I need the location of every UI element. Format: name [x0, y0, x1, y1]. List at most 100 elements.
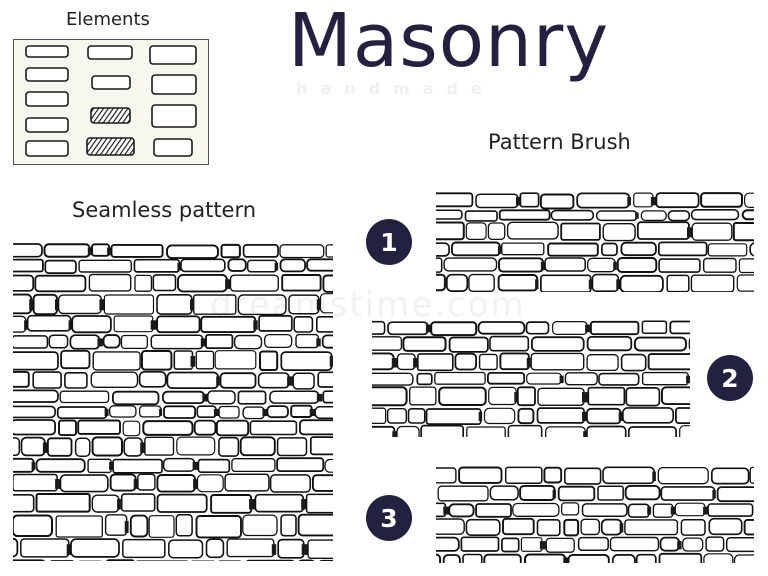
stone — [316, 316, 333, 333]
stone — [703, 553, 734, 563]
mortar-gap — [552, 489, 556, 499]
stone — [372, 372, 414, 386]
stone — [298, 559, 315, 561]
stone — [560, 502, 580, 516]
stone — [60, 349, 91, 370]
stone-element — [25, 91, 69, 107]
mortar-gap — [271, 544, 277, 555]
stone — [175, 514, 193, 537]
stone — [257, 372, 290, 389]
stone — [749, 466, 754, 484]
stone — [269, 474, 311, 493]
stone — [710, 467, 750, 485]
stone — [619, 274, 664, 292]
stone — [20, 436, 46, 457]
stone — [32, 371, 62, 389]
stone — [436, 192, 474, 208]
stone — [396, 353, 416, 371]
stone — [586, 335, 633, 352]
mortar-gap — [150, 320, 157, 330]
stone — [543, 466, 563, 484]
stone — [475, 503, 512, 518]
mortar-gap — [582, 392, 589, 403]
stone — [475, 193, 519, 209]
stone — [180, 258, 226, 273]
mortar-gap — [316, 338, 321, 347]
stone — [163, 405, 197, 419]
stone — [437, 485, 489, 502]
stone — [576, 192, 631, 209]
stone — [489, 485, 519, 501]
stone-element — [151, 104, 197, 128]
stone — [43, 243, 91, 258]
mortar-gap — [190, 299, 195, 311]
stone — [657, 241, 708, 257]
mortar-gap — [535, 279, 539, 290]
elements-label: Elements — [66, 9, 150, 30]
stone — [78, 259, 132, 273]
stone — [690, 274, 735, 292]
stone — [64, 372, 88, 389]
stone — [725, 536, 754, 553]
stone — [597, 485, 624, 501]
mortar-gap — [514, 392, 519, 403]
stone — [295, 333, 319, 349]
mortar-gap — [316, 393, 323, 402]
stone — [460, 536, 500, 552]
seamless-pattern-label: Seamless pattern — [72, 198, 257, 222]
stone — [122, 420, 141, 437]
stone — [156, 474, 197, 493]
stone — [245, 559, 295, 561]
stone — [70, 538, 120, 558]
stone — [602, 223, 636, 242]
stone — [436, 536, 460, 552]
stone — [173, 350, 194, 370]
mortar-gap — [124, 520, 129, 533]
stone — [112, 458, 163, 474]
mortar-gap — [443, 506, 451, 515]
stone — [552, 321, 588, 336]
mortar-gap — [107, 247, 114, 256]
stone — [120, 493, 156, 512]
stone — [591, 273, 620, 292]
stone — [13, 457, 35, 473]
stone — [487, 222, 506, 241]
mortar-gap — [55, 299, 60, 311]
stone — [519, 484, 556, 501]
stone — [239, 436, 276, 457]
mortar-gap — [616, 279, 622, 290]
mortar-gap — [117, 499, 121, 510]
stone — [560, 222, 601, 241]
stone — [450, 241, 501, 257]
stone — [106, 559, 135, 561]
mortar-gap — [140, 442, 147, 453]
stone — [47, 437, 73, 457]
stone — [633, 192, 654, 208]
mortar-gap — [29, 299, 35, 311]
stone — [682, 537, 704, 552]
stone — [317, 371, 333, 388]
stone — [156, 493, 208, 513]
mortar-gap — [177, 262, 183, 271]
mortar-gap — [104, 408, 109, 416]
stone — [705, 536, 725, 552]
stone — [324, 458, 333, 473]
mortar-gap — [301, 499, 308, 510]
stone — [506, 221, 559, 240]
stone — [587, 386, 626, 406]
pattern-brush-3-wall — [436, 466, 754, 563]
stone — [465, 222, 487, 240]
stone — [647, 353, 690, 371]
mortar-gap — [287, 376, 294, 386]
stone — [436, 467, 457, 484]
stone — [113, 315, 154, 333]
pattern-brush-2-wall — [372, 320, 690, 437]
stone — [112, 390, 160, 406]
stone — [436, 257, 443, 273]
mortar-gap — [539, 541, 546, 550]
stone — [545, 426, 586, 437]
stone — [372, 320, 386, 335]
mortar-gap — [703, 506, 710, 515]
stone — [92, 351, 141, 371]
stone — [226, 538, 275, 558]
